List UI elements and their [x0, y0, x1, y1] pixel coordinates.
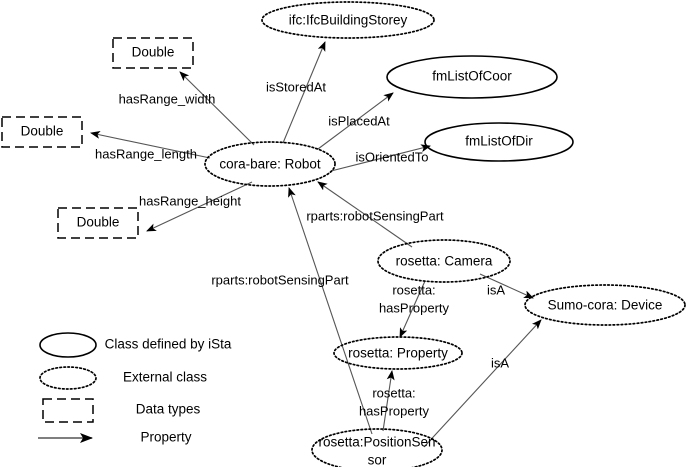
edge-label-hasRange-length: hasRange_length — [95, 146, 197, 161]
node-rosetta-property[interactable]: rosetta: Property — [333, 336, 463, 370]
node-label: Double — [21, 124, 64, 139]
node-shape-ellipse-dotted — [311, 428, 443, 467]
edge-labels-group: hasRange_width hasRange_length hasRange_… — [95, 79, 509, 418]
node-sumo-cora-device[interactable]: Sumo-cora: Device — [524, 284, 686, 326]
edge-hasRange-height — [146, 181, 253, 232]
edge-rosetta-hasProperty-camera — [399, 280, 426, 338]
node-label: Sumo-cora: Device — [548, 298, 663, 313]
node-label: Double — [77, 215, 120, 230]
edge-isA-sensor-device — [423, 319, 542, 448]
node-shape-rect-dashed — [112, 37, 194, 69]
node-label: Double — [132, 45, 175, 60]
node-label: fmListOfCoor — [432, 69, 512, 84]
edge-rparts-robotSensingPart-camera — [317, 181, 413, 248]
edge-label-rosetta-hasProperty-camera-line2: hasProperty — [379, 300, 450, 315]
edge-hasRange-width — [179, 71, 255, 146]
edge-rosetta-hasProperty-sensor — [382, 370, 395, 432]
edge-isOrientedTo — [330, 144, 431, 172]
legend-item-external-class: External class — [39, 366, 207, 390]
edge-label-rosetta-hasProperty-sensor-line1: rosetta: — [372, 385, 415, 400]
node-cora-bare-robot[interactable]: cora-bare: Robot — [204, 141, 336, 187]
edge-hasRange-length — [90, 130, 211, 159]
node-rosetta-position-sensor[interactable]: rosetta:PositionSen sor — [311, 428, 443, 467]
node-label: rosetta: Property — [348, 346, 448, 361]
legend-rect-dashed-icon — [42, 398, 94, 423]
edge-label-hasRange-width: hasRange_width — [119, 91, 216, 106]
node-shape-rect-dashed — [1, 116, 83, 148]
node-shape-ellipse-solid — [386, 55, 558, 99]
node-double-width[interactable]: Double — [112, 37, 194, 69]
legend-item-class-defined-by-ista: Class defined by iSta — [39, 332, 232, 358]
edge-label-rparts-robotSensingPart-camera: rparts:robotSensingPart — [306, 208, 444, 223]
node-fm-list-of-dir[interactable]: fmListOfDir — [424, 122, 574, 162]
edge-label-rosetta-hasProperty-camera-line1: rosetta: — [392, 282, 435, 297]
legend-ellipse-dotted-icon — [39, 366, 97, 390]
edge-label-isStoredAt: isStoredAt — [266, 79, 326, 94]
node-shape-ellipse-dotted — [524, 284, 686, 326]
legend-label: Property — [140, 430, 191, 445]
node-shape-ellipse-dotted — [333, 336, 463, 370]
node-label-line2: sor — [368, 453, 387, 467]
node-shape-rect-dashed — [57, 207, 139, 239]
legend-label: Class defined by iSta — [105, 337, 232, 352]
legend-item-data-types: Data types — [42, 398, 201, 423]
node-label-line1: rosetta:PositionSen — [318, 435, 435, 450]
node-shape-ellipse-solid — [424, 122, 574, 162]
edge-isStoredAt — [282, 41, 326, 144]
node-shape-ellipse-dotted — [377, 239, 511, 283]
node-double-length[interactable]: Double — [1, 116, 83, 148]
legend: Class defined by iSta External class Dat… — [38, 332, 232, 445]
node-double-height[interactable]: Double — [57, 207, 139, 239]
edge-label-isA-sensor-device: isA — [491, 355, 509, 370]
legend-label: External class — [123, 370, 207, 385]
edge-isPlacedAt — [317, 92, 394, 150]
node-ifc-building-storey[interactable]: ifc:IfcBuildingStorey — [261, 1, 435, 39]
legend-label: Data types — [136, 402, 201, 417]
node-fm-list-of-coor[interactable]: fmListOfCoor — [386, 55, 558, 99]
node-label: rosetta: Camera — [396, 254, 493, 269]
node-shape-ellipse-dotted — [204, 141, 336, 187]
edge-label-rosetta-hasProperty-sensor-line2: hasProperty — [359, 403, 430, 418]
edges-group — [90, 41, 542, 448]
edge-label-rparts-robotSensingPart-sensor: rparts:robotSensingPart — [211, 272, 349, 287]
node-label: cora-bare: Robot — [219, 157, 321, 172]
edge-label-isA-camera-device: isA — [487, 282, 505, 297]
edge-isA-camera-device — [479, 273, 534, 299]
edge-rparts-robotSensingPart-sensor — [288, 187, 373, 435]
legend-item-property: Property — [38, 430, 192, 445]
node-label: fmListOfDir — [465, 134, 533, 149]
edge-label-hasRange-height: hasRange_height — [139, 193, 241, 208]
node-shape-ellipse-dotted — [261, 1, 435, 39]
node-rosetta-camera[interactable]: rosetta: Camera — [377, 239, 511, 283]
node-label: ifc:IfcBuildingStorey — [289, 13, 408, 28]
edge-label-isPlacedAt: isPlacedAt — [328, 113, 390, 128]
edge-label-isOrientedTo: isOrientedTo — [356, 149, 429, 164]
legend-ellipse-solid-icon — [39, 332, 97, 358]
